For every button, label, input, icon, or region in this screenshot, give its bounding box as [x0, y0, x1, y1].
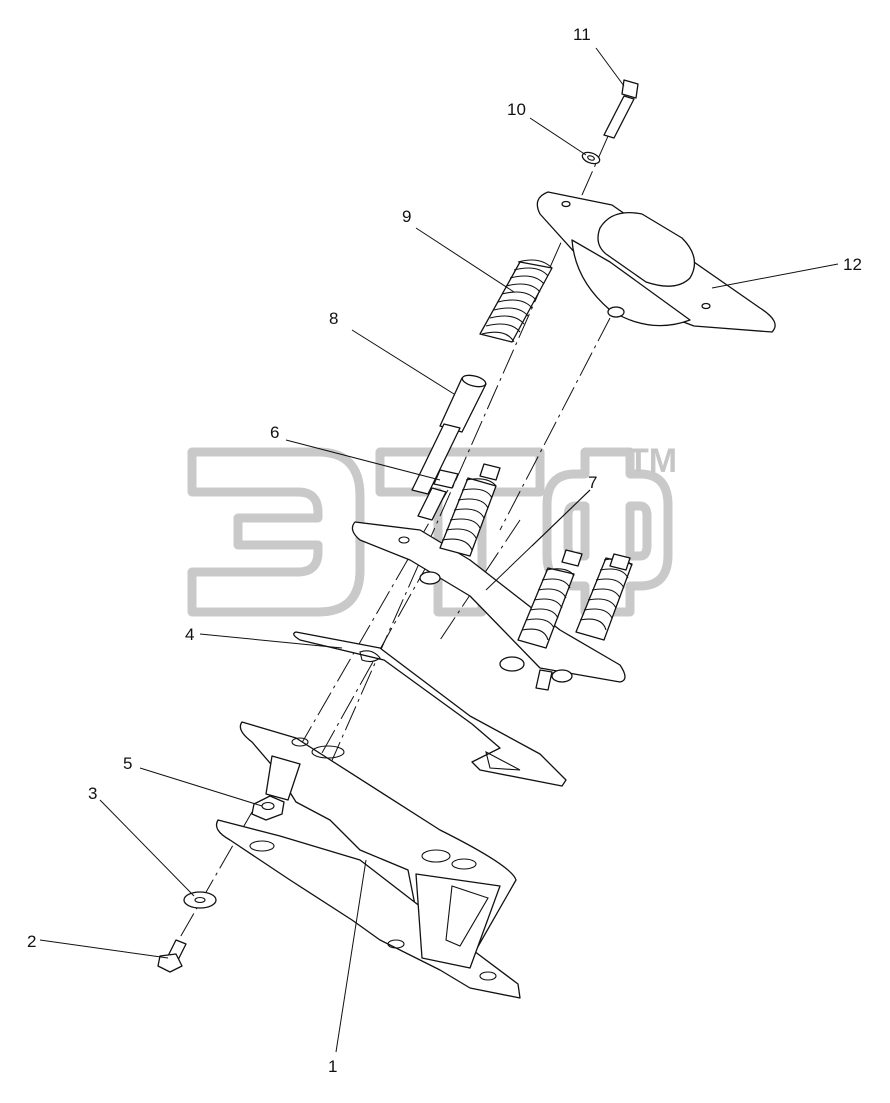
callout-7: 7	[588, 473, 597, 492]
callout-12: 12	[843, 255, 862, 274]
callout-3: 3	[88, 784, 97, 803]
part-1-base-bracket	[215, 721, 521, 999]
part-3-washer	[183, 891, 217, 909]
callout-1: 1	[328, 1057, 337, 1076]
watermark-logo: TM	[187, 442, 677, 617]
callout-10: 10	[507, 100, 526, 119]
part-9-spring	[479, 259, 553, 343]
part-2-bolt	[157, 939, 187, 973]
part-7-spring-plate	[351, 463, 633, 691]
part-10-washer	[581, 151, 601, 165]
part-11-bolt	[603, 79, 639, 139]
part-12-top-plate	[536, 191, 776, 333]
callout-5: 5	[123, 754, 132, 773]
callout-8: 8	[329, 309, 338, 328]
callout-numbers: 11 10 9 8 6 7 4 5 3 2 1 12	[27, 25, 862, 1076]
watermark-trademark: TM	[628, 442, 677, 480]
part-8-pin	[411, 374, 487, 495]
callout-9: 9	[402, 207, 411, 226]
leader-lines	[39, 47, 839, 1053]
part-4-flat-bar	[293, 631, 567, 787]
part-5-nut	[251, 755, 301, 821]
callout-2: 2	[27, 932, 36, 951]
callout-6: 6	[270, 423, 279, 442]
callout-4: 4	[185, 625, 194, 644]
callout-11: 11	[573, 25, 591, 44]
